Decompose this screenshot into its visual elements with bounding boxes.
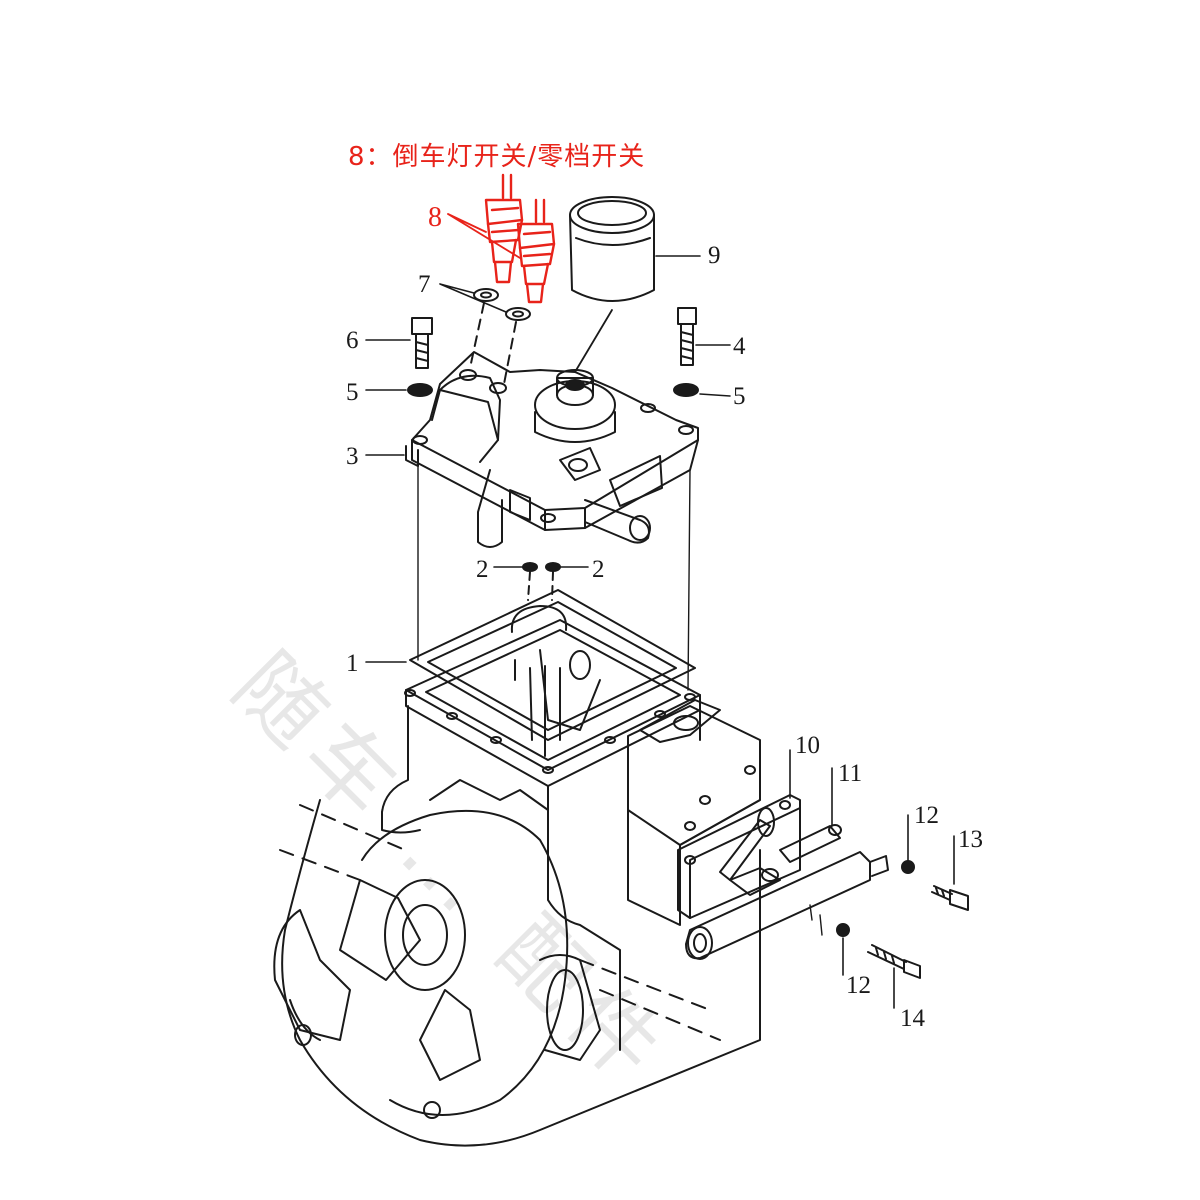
callout-2-right: 2 [592,556,605,583]
bolt-13 [932,836,968,910]
shift-bracket [678,750,800,918]
callout-11: 11 [838,760,863,787]
neutral-switch [518,200,554,302]
callout-12-bottom: 12 [846,972,871,999]
callout-4: 4 [733,333,746,360]
filter-canister [570,197,700,372]
callout-12-top: 12 [914,802,939,829]
callout-7: 7 [418,271,431,298]
callout-13: 13 [958,826,983,853]
callout-9: 9 [708,242,721,269]
bolt-left [366,318,432,368]
gasket [366,590,695,740]
callout-1: 1 [346,650,359,677]
callout-5-left: 5 [346,379,359,406]
callout-3: 3 [346,443,359,470]
callout-5-right: 5 [733,383,746,410]
shift-rail [686,768,888,959]
reverse-light-switch [486,175,522,282]
callout-8: 8 [428,202,442,233]
callout-14: 14 [900,1005,925,1032]
callout-10: 10 [795,732,820,759]
transmission-housing [274,620,760,1146]
callout-6: 6 [346,327,359,354]
callout-2-left: 2 [476,556,489,583]
bolt-right [678,308,730,365]
shift-cover [366,352,698,547]
bolt-14 [868,945,920,1008]
highlight-caption: 8：倒车灯开关/零档开关 [348,142,646,172]
